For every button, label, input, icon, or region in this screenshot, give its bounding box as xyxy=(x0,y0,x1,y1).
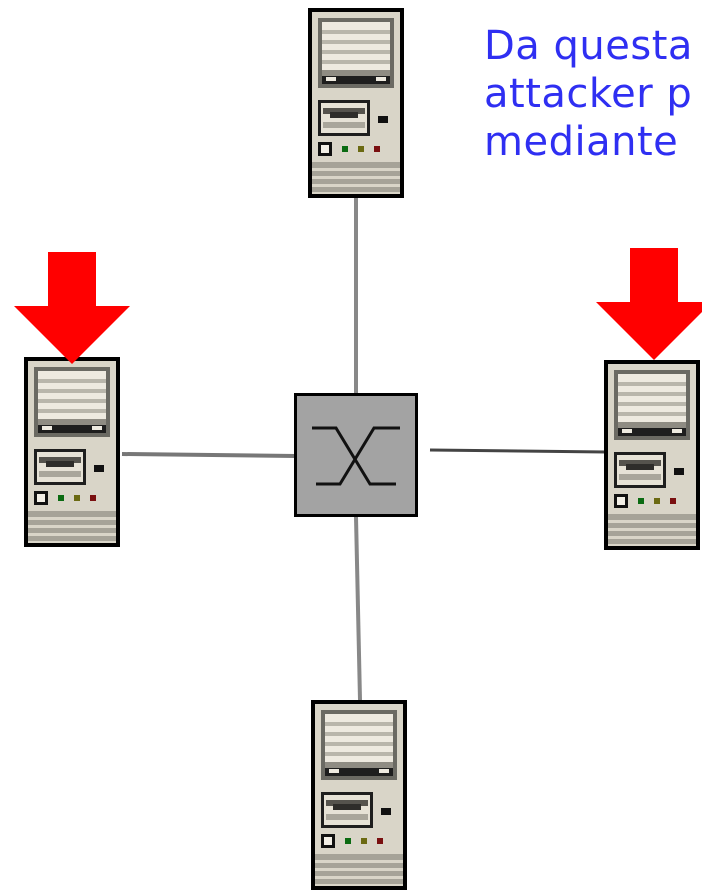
attack-arrow-right-icon xyxy=(596,248,702,360)
link-left xyxy=(121,452,297,458)
link-bottom xyxy=(354,516,362,701)
desktop-computer-icon xyxy=(24,357,120,547)
caption-line-1: Da questa xyxy=(484,23,693,69)
attack-arrow-left-icon xyxy=(14,252,130,364)
desktop-computer-icon xyxy=(308,8,404,198)
desktop-computer-icon xyxy=(311,700,407,890)
computer-right xyxy=(604,360,700,550)
computer-left xyxy=(24,357,120,547)
link-right xyxy=(429,448,607,454)
computer-bottom xyxy=(311,700,407,890)
network-switch xyxy=(294,393,418,517)
computer-top xyxy=(308,8,404,198)
desktop-computer-icon xyxy=(604,360,700,550)
caption-line-3: mediante xyxy=(484,119,679,165)
caption-line-2: attacker p xyxy=(484,71,693,117)
caption-text: Da questa attacker p mediante xyxy=(484,22,693,166)
